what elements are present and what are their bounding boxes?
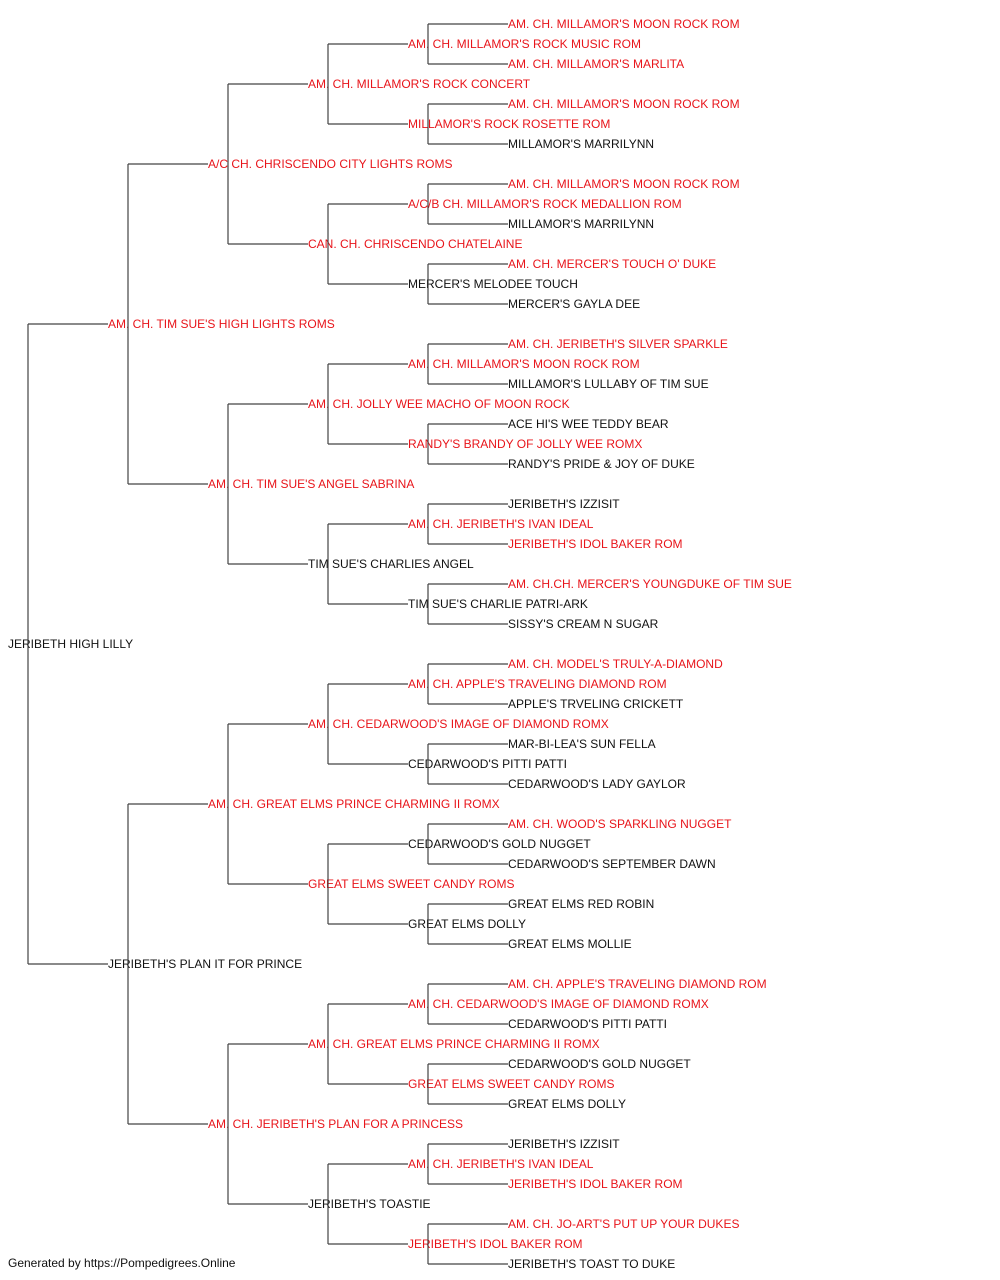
- ancestor-name: JERIBETH'S TOASTIE: [308, 1197, 431, 1211]
- ancestor-name: AM. CH. TIM SUE'S ANGEL SABRINA: [208, 477, 414, 491]
- subject-dog-name: JERIBETH HIGH LILLY: [8, 637, 133, 651]
- ancestor-name: MERCER'S MELODEE TOUCH: [408, 277, 578, 291]
- ancestor-name: AM. CH. MODEL'S TRULY-A-DIAMOND: [508, 657, 723, 671]
- ancestor-name: AM. CH. MILLAMOR'S MOON ROCK ROM: [408, 357, 640, 371]
- ancestor-name: AM. CH. WOOD'S SPARKLING NUGGET: [508, 817, 732, 831]
- ancestor-name: AM. CH. JOLLY WEE MACHO OF MOON ROCK: [308, 397, 570, 411]
- ancestor-name: JERIBETH'S TOAST TO DUKE: [508, 1257, 675, 1271]
- ancestor-name: MILLAMOR'S ROCK ROSETTE ROM: [408, 117, 610, 131]
- ancestor-name: JERIBETH'S IDOL BAKER ROM: [408, 1237, 583, 1251]
- ancestor-name: JERIBETH'S IDOL BAKER ROM: [508, 537, 683, 551]
- ancestor-name: RANDY'S BRANDY OF JOLLY WEE ROMX: [408, 437, 642, 451]
- ancestor-name: TIM SUE'S CHARLIE PATRI-ARK: [408, 597, 588, 611]
- ancestor-name: AM. CH. JERIBETH'S IVAN IDEAL: [408, 1157, 594, 1171]
- ancestor-name: AM. CH. GREAT ELMS PRINCE CHARMING II RO…: [308, 1037, 600, 1051]
- ancestor-name: AM. CH. CEDARWOOD'S IMAGE OF DIAMOND ROM…: [408, 997, 709, 1011]
- ancestor-name: ACE HI'S WEE TEDDY BEAR: [508, 417, 669, 431]
- ancestor-name: APPLE'S TRVELING CRICKETT: [508, 697, 684, 711]
- ancestor-name: AM. CH. MILLAMOR'S MOON ROCK ROM: [508, 97, 740, 111]
- ancestor-name: GREAT ELMS RED ROBIN: [508, 897, 654, 911]
- generated-by-footer: Generated by https://Pompedigrees.Online: [8, 1256, 236, 1270]
- ancestor-name: AM. CH. JERIBETH'S PLAN FOR A PRINCESS: [208, 1117, 463, 1131]
- ancestor-name: GREAT ELMS DOLLY: [508, 1097, 626, 1111]
- ancestor-name: AM. CH. CEDARWOOD'S IMAGE OF DIAMOND ROM…: [308, 717, 609, 731]
- ancestor-name: AM. CH.CH. MERCER'S YOUNGDUKE OF TIM SUE: [508, 577, 792, 591]
- ancestor-name: JERIBETH'S IZZISIT: [508, 1137, 620, 1151]
- ancestor-name: CEDARWOOD'S PITTI PATTI: [408, 757, 567, 771]
- ancestor-name: A/C/B CH. MILLAMOR'S ROCK MEDALLION ROM: [408, 197, 682, 211]
- ancestor-name: CAN. CH. CHRISCENDO CHATELAINE: [308, 237, 522, 251]
- ancestor-name: AM. CH. MERCER'S TOUCH O' DUKE: [508, 257, 716, 271]
- ancestor-name: AM. CH. GREAT ELMS PRINCE CHARMING II RO…: [208, 797, 500, 811]
- ancestor-name: AM. CH. MILLAMOR'S ROCK MUSIC ROM: [408, 37, 641, 51]
- ancestor-name: GREAT ELMS SWEET CANDY ROMS: [308, 877, 514, 891]
- ancestor-name: MAR-BI-LEA'S SUN FELLA: [508, 737, 656, 751]
- ancestor-name: AM. CH. JERIBETH'S SILVER SPARKLE: [508, 337, 728, 351]
- ancestor-name: AM. CH. MILLAMOR'S MOON ROCK ROM: [508, 177, 740, 191]
- ancestor-name: A/C CH. CHRISCENDO CITY LIGHTS ROMS: [208, 157, 452, 171]
- ancestor-name: GREAT ELMS MOLLIE: [508, 937, 632, 951]
- ancestor-name: AM. CH. MILLAMOR'S MARLITA: [508, 57, 684, 71]
- ancestor-name: GREAT ELMS SWEET CANDY ROMS: [408, 1077, 614, 1091]
- ancestor-name: SISSY'S CREAM N SUGAR: [508, 617, 659, 631]
- ancestor-name: AM. CH. JO-ART'S PUT UP YOUR DUKES: [508, 1217, 739, 1231]
- ancestor-name: GREAT ELMS DOLLY: [408, 917, 526, 931]
- ancestor-name: TIM SUE'S CHARLIES ANGEL: [308, 557, 474, 571]
- ancestor-name: AM. CH. APPLE'S TRAVELING DIAMOND ROM: [408, 677, 667, 691]
- ancestor-name: AM. CH. MILLAMOR'S MOON ROCK ROM: [508, 17, 740, 31]
- ancestor-name: JERIBETH'S IDOL BAKER ROM: [508, 1177, 683, 1191]
- ancestor-name: MERCER'S GAYLA DEE: [508, 297, 640, 311]
- ancestor-name: JERIBETH'S PLAN IT FOR PRINCE: [108, 957, 302, 971]
- ancestor-name: CEDARWOOD'S GOLD NUGGET: [508, 1057, 691, 1071]
- ancestor-name: AM. CH. JERIBETH'S IVAN IDEAL: [408, 517, 594, 531]
- ancestor-name: CEDARWOOD'S GOLD NUGGET: [408, 837, 591, 851]
- ancestor-name: AM. CH. APPLE'S TRAVELING DIAMOND ROM: [508, 977, 767, 991]
- ancestor-name: CEDARWOOD'S SEPTEMBER DAWN: [508, 857, 716, 871]
- ancestor-name: MILLAMOR'S MARRILYNN: [508, 217, 654, 231]
- ancestor-name: MILLAMOR'S MARRILYNN: [508, 137, 654, 151]
- ancestor-name: AM. CH. MILLAMOR'S ROCK CONCERT: [308, 77, 531, 91]
- ancestor-name: CEDARWOOD'S LADY GAYLOR: [508, 777, 686, 791]
- ancestor-name: JERIBETH'S IZZISIT: [508, 497, 620, 511]
- ancestor-name: AM. CH. TIM SUE'S HIGH LIGHTS ROMS: [108, 317, 335, 331]
- ancestor-name: CEDARWOOD'S PITTI PATTI: [508, 1017, 667, 1031]
- ancestor-name: RANDY'S PRIDE & JOY OF DUKE: [508, 457, 695, 471]
- ancestor-name: MILLAMOR'S LULLABY OF TIM SUE: [508, 377, 709, 391]
